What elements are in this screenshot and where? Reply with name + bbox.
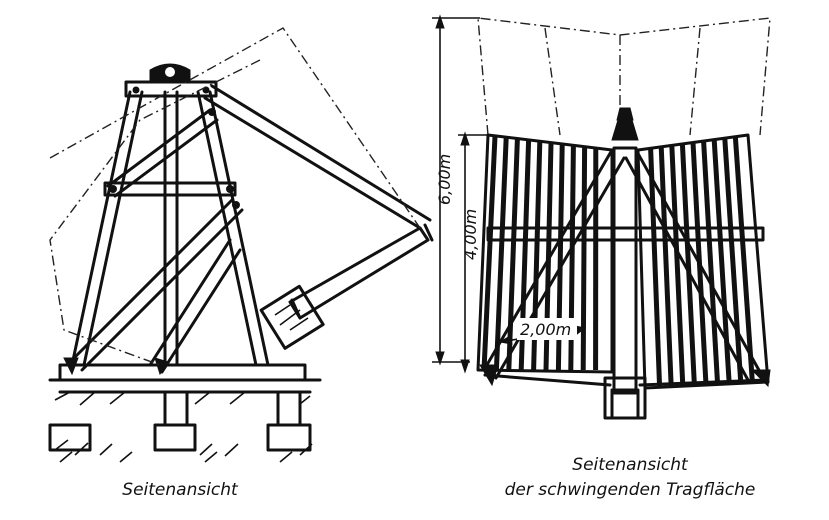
footings [48,390,312,452]
left-side-view [48,27,434,463]
swinging-arm [203,84,434,350]
wing-slat [679,143,697,386]
wing-slat [732,137,755,383]
dimension-total-height: 6,00m [435,154,454,205]
wing-slat [506,138,520,371]
wing-bottom-beam [483,373,767,387]
tower-legs [70,90,270,367]
right-caption-line1: Seitenansicht [572,455,688,475]
wing-slat [658,146,674,387]
wing-left-outline [476,133,614,374]
horizontal-braces [103,181,237,197]
wing-cross-beam [486,226,765,242]
wing-slat [648,147,663,388]
base-beam [58,363,307,382]
wing-slat [701,141,721,385]
wing-slat [580,147,588,371]
right-caption-line2: der schwingenden Tragfläche [504,480,756,500]
dimension-wing-height: 4,00m [461,209,480,260]
wing-slat [669,144,686,387]
wing-panels [481,135,755,388]
diagonal-braces [63,108,244,376]
dimension-slat-width: 2,00m [520,320,571,339]
left-caption: Seitenansicht [122,480,238,500]
wing-slat [722,138,744,384]
wing-fold-outline [477,17,771,136]
wing-slat [481,135,498,371]
swing-envelope [49,27,421,366]
central-mast [479,107,771,420]
wing-slat [493,137,509,371]
right-wing-view: 6,00m 4,00m 2,00m [432,14,771,420]
